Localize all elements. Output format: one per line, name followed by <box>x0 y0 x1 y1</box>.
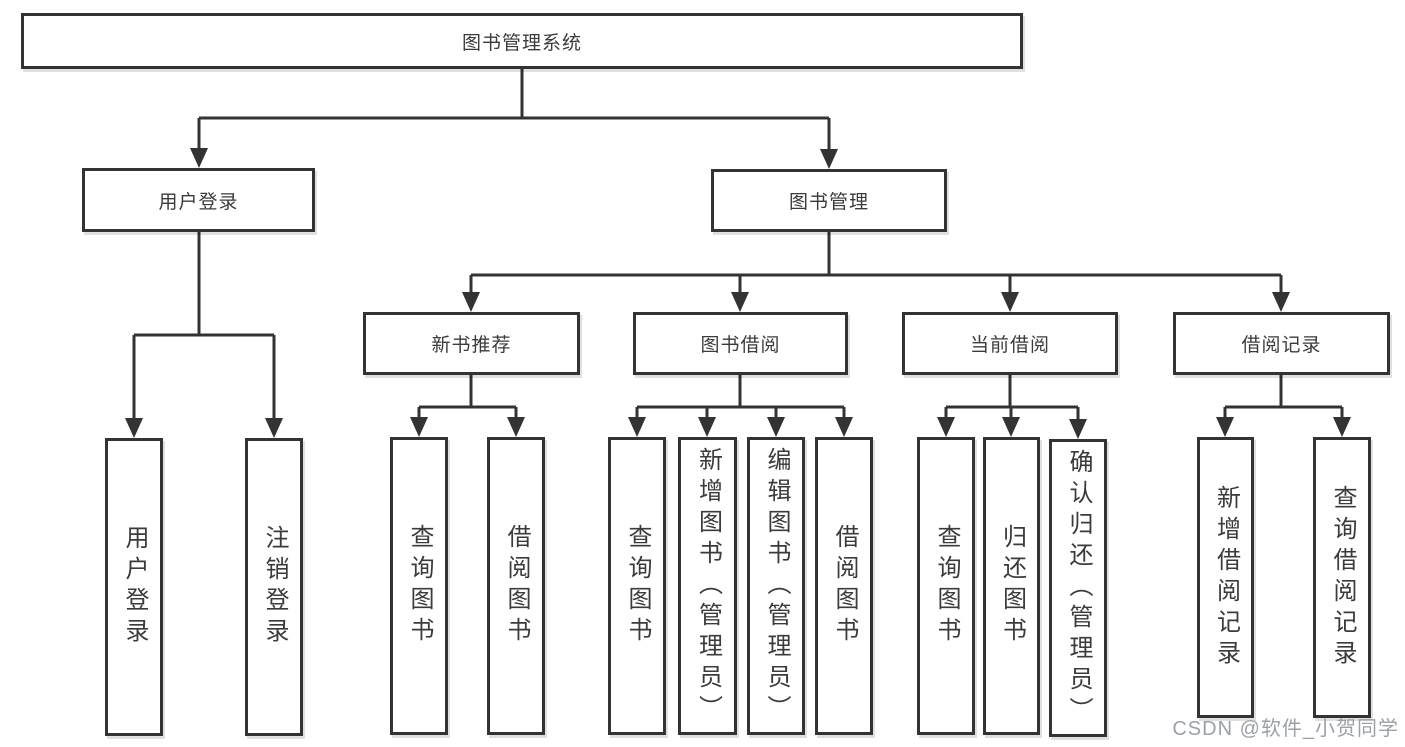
connector-path <box>132 69 1344 425</box>
leaf-label: 借阅图书 <box>831 524 858 648</box>
leaf-label: 查询图书 <box>624 524 651 648</box>
leaf-query-books: 查询图书 <box>390 437 448 735</box>
node-book-borrowing: 图书借阅 <box>633 312 848 375</box>
leaf-add-books-admin: 新增图书（管理员） <box>678 437 737 735</box>
node-label: 新书推荐 <box>431 335 512 356</box>
leaf-logout: 注销登录 <box>245 438 303 736</box>
leaf-add-borrow-record: 新增借阅记录 <box>1197 437 1254 718</box>
node-user-login: 用户登录 <box>82 168 315 232</box>
leaf-query-books: 查询图书 <box>917 437 975 735</box>
node-label: 用户登录 <box>158 191 239 213</box>
node-new-book-recommendation: 新书推荐 <box>363 312 580 375</box>
leaf-query-borrow-record: 查询借阅记录 <box>1313 437 1371 718</box>
leaf-query-books: 查询图书 <box>608 437 666 735</box>
node-label: 图书管理 <box>788 192 869 213</box>
node-borrowing-records: 借阅记录 <box>1173 312 1390 375</box>
node-label: 图书管理系统 <box>461 32 582 54</box>
leaf-borrow-books: 借阅图书 <box>487 437 545 735</box>
csdn-watermark: CSDN @软件_小贺同学 <box>1172 718 1399 740</box>
node-book-management: 图书管理 <box>711 169 947 232</box>
leaf-user-login: 用户登录 <box>105 438 163 736</box>
leaf-label: 新增图书（管理员） <box>694 446 722 726</box>
leaf-label: 新增借阅记录 <box>1212 484 1240 671</box>
leaf-label: 借阅图书 <box>503 524 530 648</box>
leaf-label: 确认归还（管理员） <box>1065 448 1092 728</box>
arrowheads <box>125 148 1351 439</box>
node-label: 借阅记录 <box>1241 335 1322 356</box>
leaf-return-books: 归还图书 <box>983 437 1040 735</box>
node-label: 当前借阅 <box>969 335 1050 356</box>
leaf-label: 用户登录 <box>121 525 148 649</box>
leaf-label: 注销登录 <box>261 525 288 649</box>
leaf-borrow-books: 借阅图书 <box>815 437 873 735</box>
leaf-label: 查询借阅记录 <box>1329 484 1356 671</box>
leaf-confirm-return-admin: 确认归还（管理员） <box>1049 439 1107 737</box>
leaf-edit-books-admin: 编辑图书（管理员） <box>747 437 805 735</box>
leaf-label: 编辑图书（管理员） <box>763 446 790 726</box>
node-library-management-system: 图书管理系统 <box>21 13 1023 69</box>
leaf-label: 查询图书 <box>406 524 433 648</box>
leaf-label: 查询图书 <box>933 524 960 648</box>
node-current-borrowing: 当前借阅 <box>902 312 1118 375</box>
leaf-label: 归还图书 <box>998 524 1026 648</box>
node-label: 图书借阅 <box>700 335 781 356</box>
